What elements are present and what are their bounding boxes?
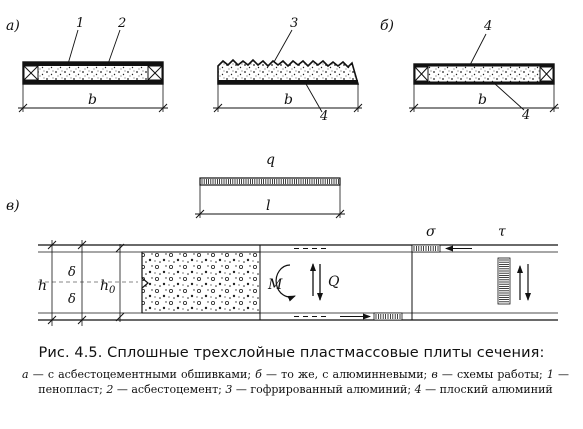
foam-core-a <box>38 66 148 80</box>
tau-label: τ <box>498 224 506 240</box>
callout-1: 1 <box>76 16 84 31</box>
figure-diagram: а) 1 2 b 3 4 b <box>6 16 559 326</box>
corrugated-skin <box>217 58 360 85</box>
legend-key-2: 2 <box>106 383 114 396</box>
callout-4-mid: 4 <box>319 109 328 124</box>
panel-b-letter: б) <box>380 18 394 34</box>
panel-a-letter: а) <box>6 18 20 34</box>
shear-label: Q <box>328 274 340 290</box>
edge-cross-a-left <box>23 65 39 81</box>
panel-v: в) q l <box>6 152 345 219</box>
panel-b: б) 4 4 b <box>380 18 559 123</box>
legend-key-3: 3 <box>225 383 233 396</box>
load-label-q: q <box>266 152 275 168</box>
delta-top-label: δ <box>68 265 76 280</box>
foam-core-scheme <box>141 251 261 314</box>
sigma-label: σ <box>426 224 436 240</box>
width-label-a: b <box>88 92 97 108</box>
load-hatching <box>201 179 339 184</box>
moment-label: M <box>267 277 283 293</box>
callout-2: 2 <box>117 16 126 31</box>
caption-legend: а — с асбестоцементными обшивками; б — т… <box>22 368 570 396</box>
edge-cross-a-right <box>147 65 163 81</box>
tau-block <box>497 257 511 305</box>
leader-1 <box>67 29 79 65</box>
foam-core-b <box>428 66 540 82</box>
panel-a: а) 1 2 b <box>6 16 168 113</box>
width-label-mid: b <box>284 92 293 108</box>
legend-key-1: 1 <box>546 368 554 381</box>
legend-key-b: б <box>255 368 262 381</box>
moment-arc-icon <box>275 264 296 302</box>
edge-cross-b-left <box>414 66 429 82</box>
edge-cross-b-right <box>539 66 554 82</box>
span-label-l: l <box>266 198 270 214</box>
width-label-b: b <box>478 92 487 108</box>
legend-key-v: в <box>431 368 438 381</box>
leader-3 <box>273 29 293 63</box>
stress-scheme: h δ δ h0 M Q σ τ <box>38 224 558 326</box>
leader-2 <box>107 29 121 65</box>
delta-bottom-label: δ <box>68 292 76 307</box>
panel-corrugated: 3 4 b <box>213 16 363 124</box>
callout-3: 3 <box>290 16 298 31</box>
flat-al-bottom-mid <box>218 80 358 84</box>
callout-4-top: 4 <box>483 19 492 34</box>
caption-title: Рис. 4.5. Сплошные трехслойные пластмасс… <box>38 345 545 361</box>
h0-label: h0 <box>100 278 116 296</box>
skin-a-top <box>23 62 163 66</box>
callout-4-bottom: 4 <box>521 108 530 123</box>
legend-key-a: а <box>22 368 29 381</box>
skin-a-bottom <box>23 80 163 84</box>
panel-v-letter: в) <box>6 198 20 214</box>
leader-4-mid <box>305 83 323 113</box>
h-label: h <box>38 278 47 294</box>
legend-key-4: 4 <box>414 383 422 396</box>
figure-caption: Рис. 4.5. Сплошные трехслойные пластмасс… <box>0 345 583 397</box>
